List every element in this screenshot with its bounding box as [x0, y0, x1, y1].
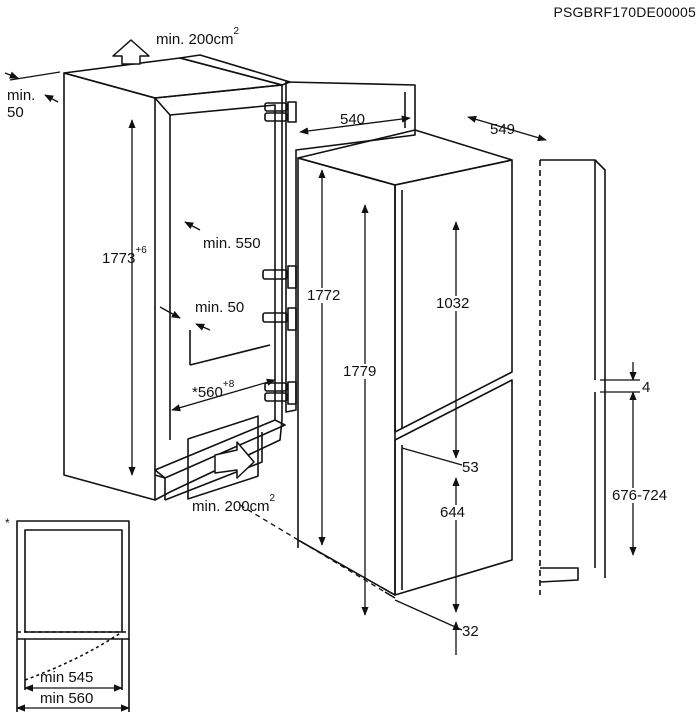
vent-arrow-top [112, 39, 150, 65]
hinge-bottom [264, 381, 297, 405]
gap-32-label: 32 [462, 623, 479, 640]
vent-arrow-bottom [214, 441, 255, 479]
vent-bottom-label: min. 200cm2 [192, 493, 276, 515]
min-50-side-value: 50 [7, 104, 24, 121]
hinge-middle [262, 265, 297, 331]
min-550-label: min. 550 [203, 235, 261, 252]
min-50-side-label: min. [7, 87, 36, 104]
side-section [539, 159, 606, 595]
min-50-inner-label: min. 50 [195, 299, 245, 316]
niche-height-label: 1773+6 [102, 245, 147, 267]
document-code: PSGBRF170DE00005 [553, 4, 696, 20]
vent-top-label: min. 200cm2 [156, 26, 240, 48]
gap-53-label: 53 [462, 459, 479, 476]
height-1779-label: 1779 [343, 363, 377, 380]
height-1032-label: 1032 [436, 295, 470, 312]
niche-width-label: *560+8 [192, 379, 235, 401]
gap-4-label: 4 [642, 379, 651, 396]
cabinet-niche [63, 54, 291, 501]
height-644-label: 644 [440, 504, 466, 521]
range-676-724-label: 676-724 [612, 487, 668, 504]
height-1772-label: 1772 [307, 287, 341, 304]
min-545-label: min 545 [40, 669, 94, 686]
min-560-label: min 560 [40, 690, 94, 707]
hinge-top [264, 101, 297, 123]
floor-plan [16, 520, 130, 712]
appliance-body [297, 129, 513, 599]
width-540-label: 540 [340, 111, 366, 128]
depth-549-label: 549 [490, 121, 516, 138]
asterisk-label: * [5, 516, 10, 530]
